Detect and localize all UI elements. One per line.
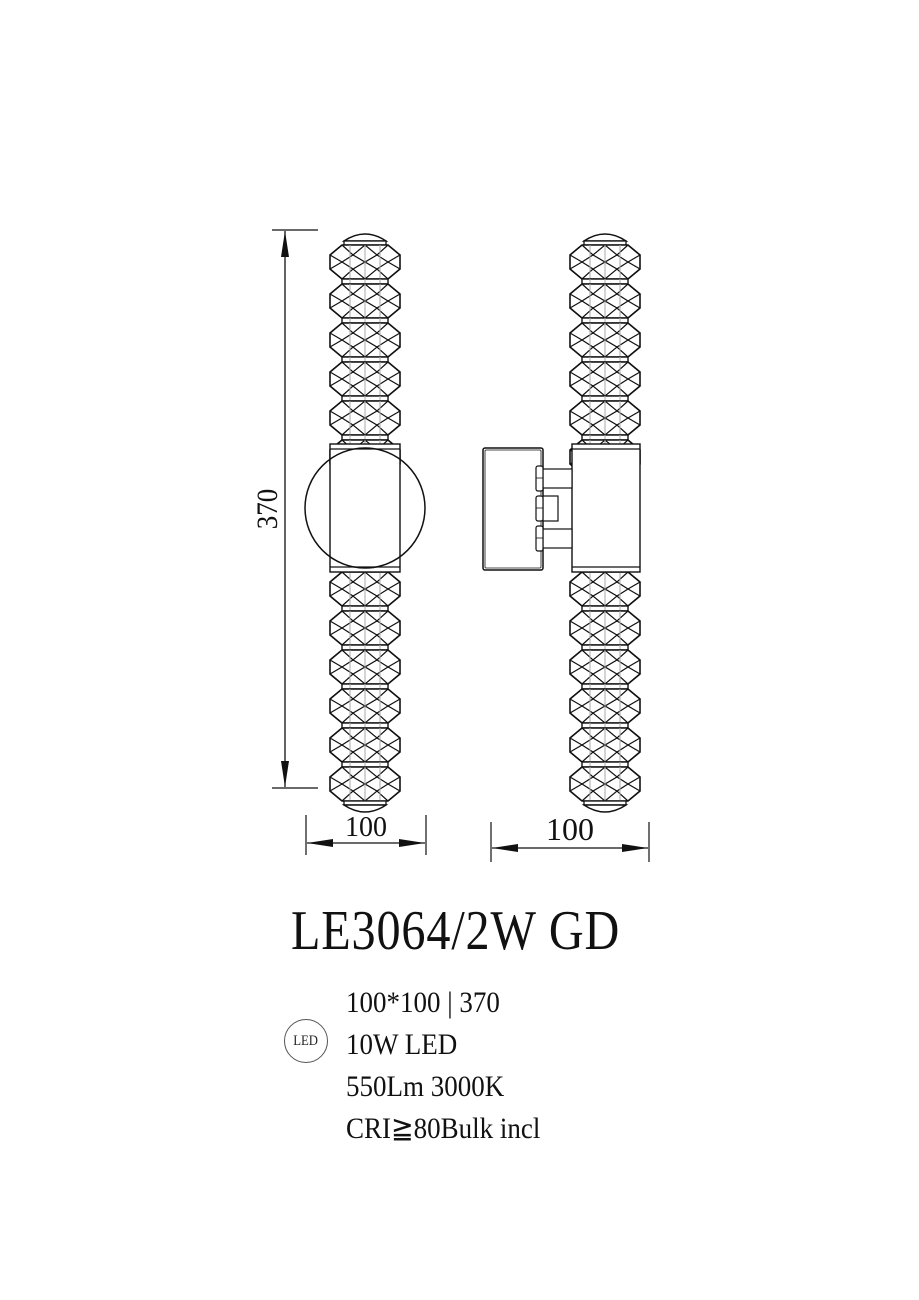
side-width-dimension: 100 bbox=[490, 811, 650, 862]
front-upper-arm bbox=[329, 233, 401, 475]
spec-power: 10W LED bbox=[346, 1028, 458, 1061]
front-lower-arm bbox=[329, 571, 401, 813]
front-width-label: 100 bbox=[345, 812, 387, 843]
spec-cri-bulb: CRI≧80Bulk incl bbox=[346, 1112, 541, 1145]
front-body bbox=[329, 443, 401, 573]
height-dimension: 370 bbox=[252, 229, 318, 789]
led-badge: LED bbox=[284, 1019, 328, 1063]
side-width-label: 100 bbox=[546, 811, 594, 847]
wall-mount-bracket bbox=[482, 447, 573, 571]
front-width-dimension: 100 bbox=[305, 812, 427, 855]
height-dimension-label: 370 bbox=[252, 489, 285, 529]
led-badge-label: LED bbox=[293, 1032, 319, 1049]
spec-list: 100*100 | 370 10W LED 550Lm 3000K CRI≧80… bbox=[346, 982, 562, 1150]
model-number: LE3064/2W GD bbox=[291, 900, 621, 962]
spec-lumen-cct: 550Lm 3000K bbox=[346, 1070, 505, 1103]
side-upper-arm bbox=[569, 233, 641, 475]
wall-plate-circle bbox=[304, 447, 426, 569]
side-body bbox=[571, 443, 641, 573]
spec-dimensions: 100*100 | 370 bbox=[346, 986, 500, 1019]
front-view bbox=[304, 233, 426, 813]
side-view bbox=[569, 233, 641, 813]
side-lower-arm bbox=[569, 571, 641, 813]
